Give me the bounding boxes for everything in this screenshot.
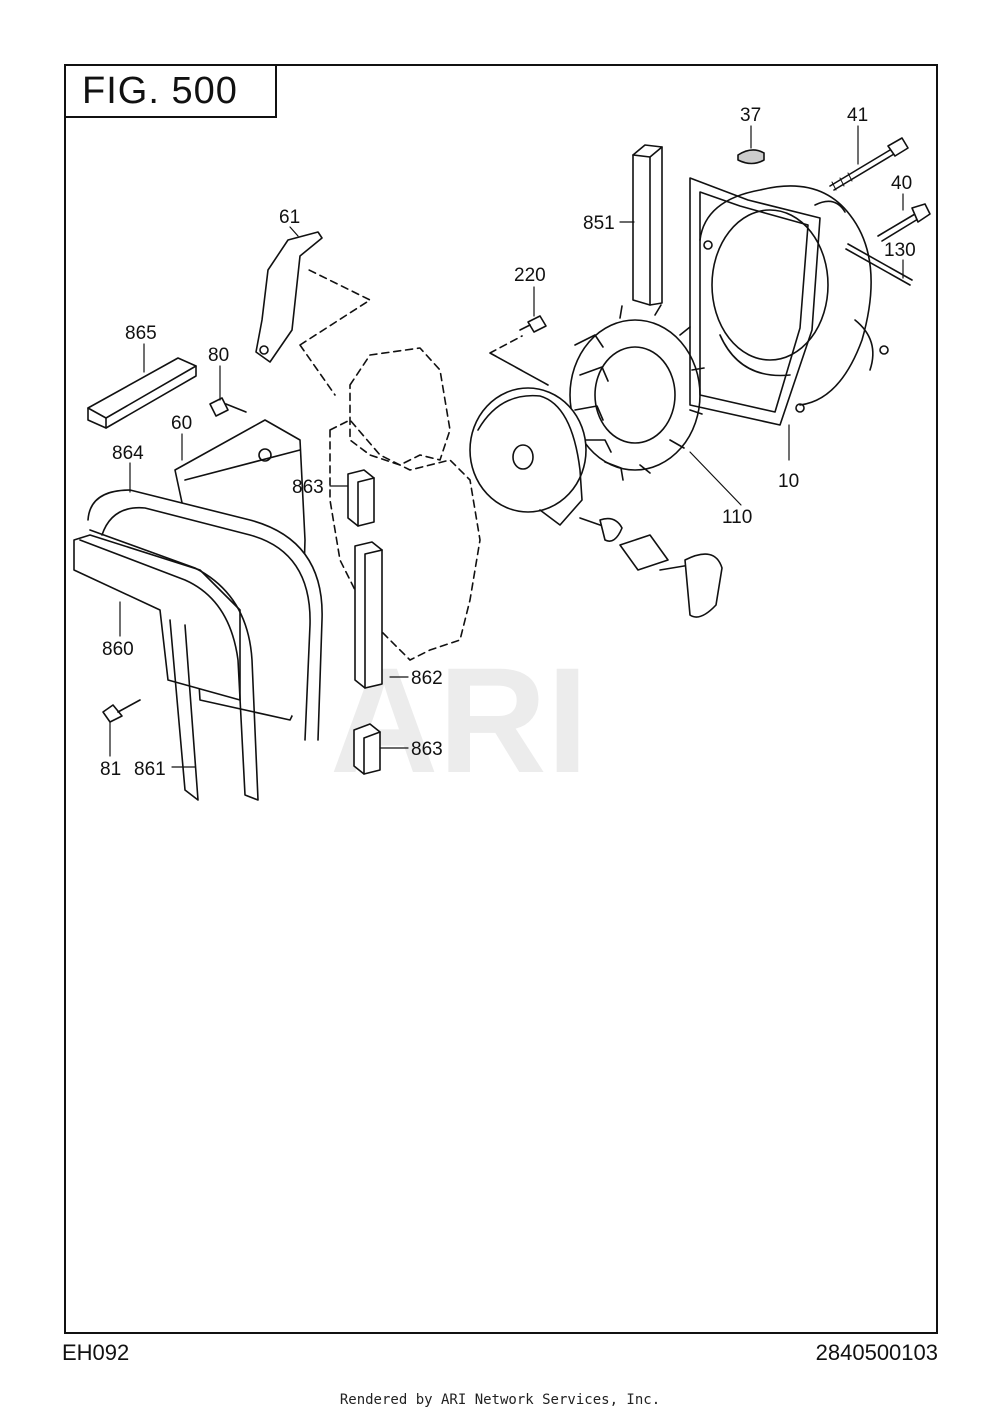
part-863-foam-a — [347, 469, 375, 527]
callout-864: 864 — [112, 443, 144, 464]
model-code: EH092 — [62, 1340, 130, 1365]
callout-61: 61 — [279, 207, 300, 228]
leader-lines — [109, 125, 904, 768]
callout-41: 41 — [847, 105, 868, 126]
part-81-bolt — [102, 699, 141, 723]
callout-130: 130 — [884, 240, 916, 261]
part-37-cap — [737, 149, 765, 165]
part-130-rod — [845, 243, 913, 286]
part-863-foam-b — [353, 723, 381, 775]
callout-110: 110 — [722, 507, 752, 528]
part-862-foam-strip — [354, 541, 383, 689]
callout-60: 60 — [171, 413, 192, 434]
part-220-screw — [519, 315, 547, 333]
callout-861: 861 — [134, 759, 166, 780]
callout-40: 40 — [891, 173, 912, 194]
callout-862: 862 — [411, 668, 443, 689]
part-80-screw — [209, 397, 247, 417]
callout-80: 80 — [208, 345, 229, 366]
figure-title: FIG. 500 — [64, 64, 277, 118]
callout-860: 860 — [102, 639, 134, 660]
callout-220: 220 — [514, 265, 546, 286]
part-61-bracket — [255, 231, 323, 363]
part-861-tube — [79, 529, 259, 801]
part-41-bolt — [829, 137, 909, 191]
part-110-fan — [569, 304, 705, 481]
part-40-bolt — [877, 203, 931, 242]
diagram-frame — [64, 64, 938, 1334]
part-10-fan-housing — [689, 177, 889, 426]
callout-10: 10 — [778, 471, 799, 492]
part-851-foam-strip — [632, 144, 663, 306]
callout-865: 865 — [125, 323, 157, 344]
callout-37: 37 — [740, 105, 761, 126]
callout-863-upper: 863 — [292, 477, 324, 498]
part-recoil-starter — [469, 387, 723, 618]
render-credit: Rendered by ARI Network Services, Inc. — [339, 1392, 661, 1408]
part-number: 2840500103 — [815, 1340, 938, 1365]
callout-81: 81 — [100, 759, 121, 780]
callout-863-lower: 863 — [411, 739, 443, 760]
engine-outline — [299, 267, 549, 661]
part-865-foam-block — [87, 357, 197, 429]
callout-851: 851 — [583, 213, 615, 234]
